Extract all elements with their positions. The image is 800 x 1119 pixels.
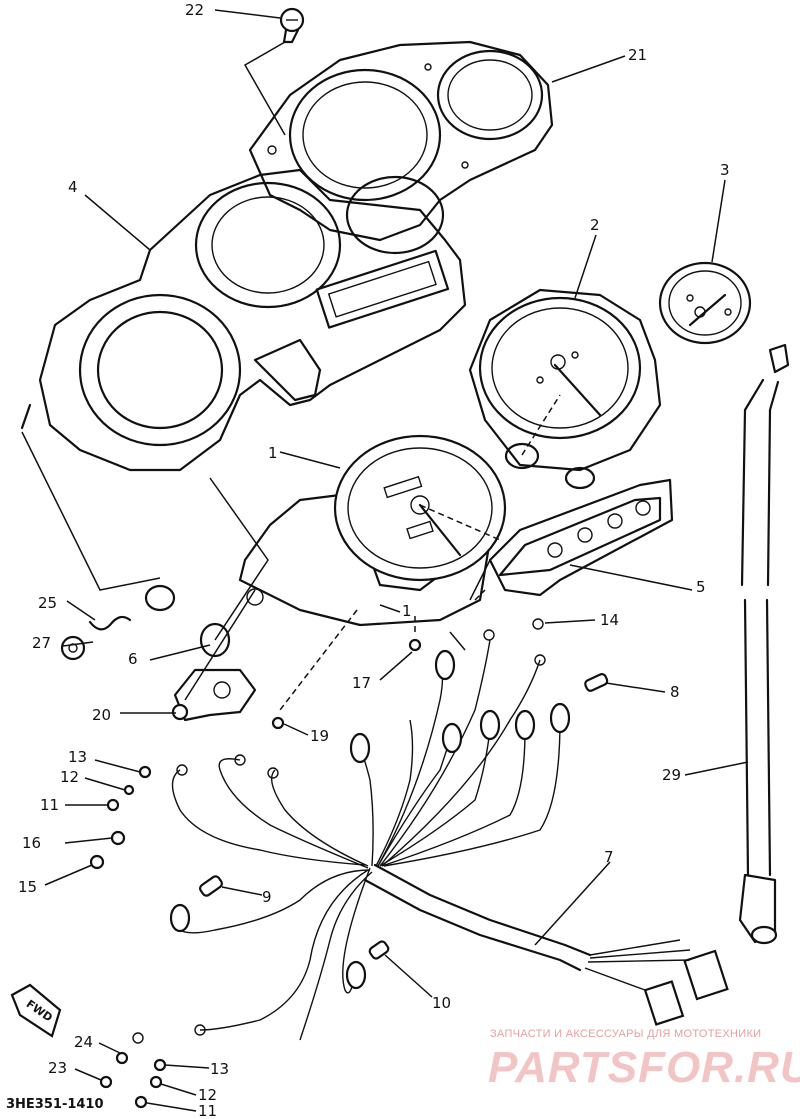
callout-21: 21 bbox=[628, 46, 647, 64]
callout-27: 27 bbox=[32, 634, 51, 652]
callout-12-upper: 12 bbox=[60, 768, 79, 786]
callout-13-lower: 13 bbox=[210, 1060, 229, 1078]
part-20-reset-knob bbox=[171, 668, 257, 722]
callout-19: 19 bbox=[310, 727, 329, 745]
callout-1-lower: 1 bbox=[402, 602, 412, 620]
callout-13-upper: 13 bbox=[68, 748, 87, 766]
fasteners bbox=[89, 638, 422, 1109]
part-7-wire-harness bbox=[132, 629, 729, 1044]
callout-22: 22 bbox=[185, 1, 204, 19]
part-5-indicator-panel bbox=[488, 442, 674, 597]
callout-11-lower: 11 bbox=[198, 1102, 217, 1119]
callout-20: 20 bbox=[92, 706, 111, 724]
part-21-meter-cover bbox=[248, 40, 554, 242]
part-2-tachometer bbox=[468, 288, 662, 472]
callout-12-lower: 12 bbox=[198, 1086, 217, 1104]
callout-leaders bbox=[44, 9, 749, 1112]
callout-5: 5 bbox=[696, 578, 706, 596]
callout-labels: 22 21 4 3 2 1 5 25 27 6 1 14 17 8 20 19 … bbox=[18, 1, 730, 1119]
callout-16: 16 bbox=[22, 834, 41, 852]
drawing-code: 3HE351-1410 bbox=[6, 1097, 104, 1112]
callout-24: 24 bbox=[74, 1033, 93, 1051]
callout-14: 14 bbox=[600, 611, 619, 629]
fwd-arrow: FWD bbox=[10, 983, 62, 1038]
part-29-speedometer-cable bbox=[738, 343, 790, 945]
assembly-lines bbox=[279, 394, 561, 711]
part-10-bulb bbox=[368, 940, 390, 960]
callout-8: 8 bbox=[670, 683, 680, 701]
part-25-spring bbox=[88, 615, 132, 631]
part-1-speedometer bbox=[238, 434, 507, 627]
part-3-indicator-gauge bbox=[658, 261, 752, 345]
callout-1-speedometer: 1 bbox=[268, 444, 278, 462]
callout-15: 15 bbox=[18, 878, 37, 896]
part-22-screw bbox=[279, 7, 305, 44]
callout-4: 4 bbox=[68, 178, 78, 196]
part-8-bulb bbox=[584, 673, 609, 692]
callout-29: 29 bbox=[662, 766, 681, 784]
part-14-clip bbox=[532, 618, 544, 630]
callout-7: 7 bbox=[604, 848, 614, 866]
callout-10: 10 bbox=[432, 994, 451, 1012]
watermark-brand: PARTSFOR.RU bbox=[488, 1043, 800, 1092]
callout-3: 3 bbox=[720, 161, 730, 179]
callout-23: 23 bbox=[48, 1059, 67, 1077]
callout-6: 6 bbox=[128, 650, 138, 668]
part-6-grommet bbox=[144, 584, 231, 658]
connection-lines bbox=[21, 41, 491, 701]
part-27-nut bbox=[60, 635, 86, 661]
callout-2: 2 bbox=[590, 216, 600, 234]
callout-25: 25 bbox=[38, 594, 57, 612]
part-4-meter-housing bbox=[20, 168, 467, 472]
callout-11-upper: 11 bbox=[40, 796, 59, 814]
callout-9: 9 bbox=[262, 888, 272, 906]
callout-17: 17 bbox=[352, 674, 371, 692]
watermark-tagline: ЗАПЧАСТИ И АКСЕССУАРЫ ДЛЯ МОТОТЕХНИКИ bbox=[490, 1028, 761, 1040]
part-9-bulb bbox=[199, 875, 223, 897]
watermark: ЗАПЧАСТИ И АКСЕССУАРЫ ДЛЯ МОТОТЕХНИКИ PA… bbox=[488, 1028, 800, 1092]
